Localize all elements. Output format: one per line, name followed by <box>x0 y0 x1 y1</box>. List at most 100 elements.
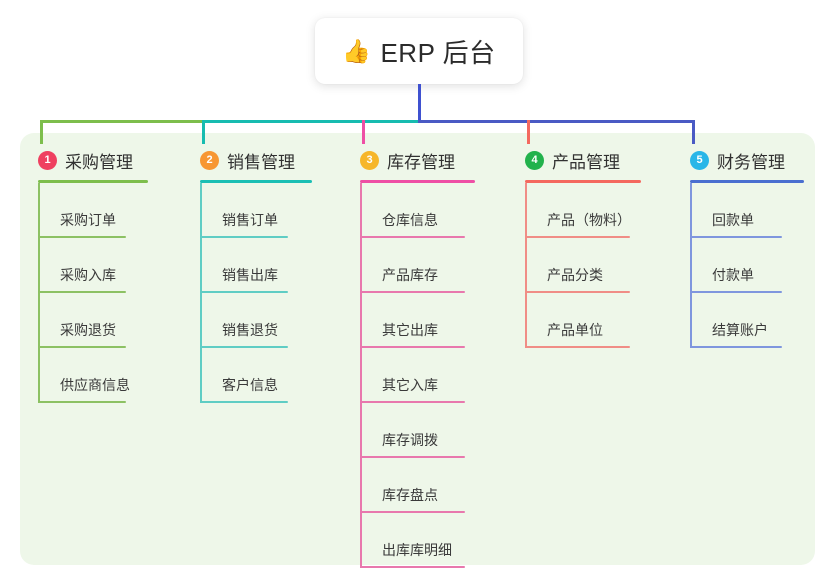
list-item[interactable]: 客户信息 <box>200 348 312 403</box>
column-header-1[interactable]: 1 采购管理 <box>38 142 148 178</box>
root-node-card[interactable]: 👍 ERP 后台 <box>315 18 523 84</box>
list-item-label: 库存调拨 <box>382 432 438 448</box>
column-number-badge: 2 <box>200 150 219 170</box>
list-item-label: 仓库信息 <box>382 212 438 228</box>
drop-line-2 <box>202 120 205 144</box>
list-item[interactable]: 供应商信息 <box>38 348 148 403</box>
column-number-badge: 1 <box>38 150 57 170</box>
column-header-rule <box>525 180 641 183</box>
list-item[interactable]: 库存盘点 <box>360 458 475 513</box>
list-item[interactable]: 产品单位 <box>525 293 641 348</box>
column-title: 产品管理 <box>552 152 620 172</box>
list-item-label: 其它出库 <box>382 322 438 338</box>
list-item[interactable]: 付款单 <box>690 238 804 293</box>
column-items: 产品（物料） 产品分类产品单位 <box>525 183 641 348</box>
thumbs-up-icon: 👍 <box>342 37 372 64</box>
list-item-rule <box>525 346 630 348</box>
diagram-panel <box>20 133 815 565</box>
list-item[interactable]: 库存调拨 <box>360 403 475 458</box>
drop-line-1 <box>40 120 43 144</box>
column-number-badge: 5 <box>690 150 709 170</box>
list-item-label: 客户信息 <box>222 377 278 393</box>
bus-segment-green <box>40 120 202 123</box>
list-item[interactable]: 销售出库 <box>200 238 312 293</box>
column-header-rule <box>360 180 475 183</box>
list-item[interactable]: 其它出库 <box>360 293 475 348</box>
list-item[interactable]: 其它入库 <box>360 348 475 403</box>
list-item-label: 供应商信息 <box>60 377 130 393</box>
list-item-label: 产品库存 <box>382 267 438 283</box>
list-item-label: 结算账户 <box>712 322 768 338</box>
list-item-rule <box>200 346 288 348</box>
list-item-label: 销售出库 <box>222 267 278 283</box>
list-item-rule <box>360 511 465 513</box>
column-4: 4 产品管理产品（物料） 产品分类产品单位 <box>525 142 641 348</box>
column-header-rule <box>38 180 148 183</box>
list-item-rule <box>38 346 126 348</box>
list-item-label: 产品（物料） <box>547 212 631 228</box>
list-item[interactable]: 采购订单 <box>38 183 148 238</box>
column-items: 销售订单销售出库销售退货客户信息 <box>200 183 312 403</box>
column-header-3[interactable]: 3 库存管理 <box>360 142 475 178</box>
list-item[interactable]: 产品（物料） <box>525 183 641 238</box>
column-title: 库存管理 <box>387 152 455 172</box>
list-item[interactable]: 仓库信息 <box>360 183 475 238</box>
list-item-rule <box>38 236 126 238</box>
column-5: 5 财务管理回款单付款单结算账户 <box>690 142 804 348</box>
drop-line-3 <box>362 120 365 144</box>
column-number-badge: 3 <box>360 150 379 170</box>
drop-line-5 <box>692 120 695 144</box>
root-title-text: ERP 后台 <box>380 37 496 68</box>
list-item-rule <box>525 291 630 293</box>
list-item-label: 产品单位 <box>547 322 603 338</box>
list-item-label: 采购退货 <box>60 322 116 338</box>
list-item[interactable]: 采购退货 <box>38 293 148 348</box>
column-header-rule <box>690 180 804 183</box>
list-item-rule <box>360 236 465 238</box>
list-item[interactable]: 产品库存 <box>360 238 475 293</box>
column-title: 采购管理 <box>65 152 133 172</box>
column-spine <box>690 183 692 348</box>
list-item-label: 采购入库 <box>60 267 116 283</box>
column-items: 采购订单采购入库采购退货供应商信息 <box>38 183 148 403</box>
column-items: 仓库信息产品库存其它出库其它入库库存调拨库存盘点出库库明细 <box>360 183 475 568</box>
list-item-rule <box>200 401 288 403</box>
column-title: 销售管理 <box>227 152 295 172</box>
list-item[interactable]: 回款单 <box>690 183 804 238</box>
column-header-rule <box>200 180 312 183</box>
column-items: 回款单付款单结算账户 <box>690 183 804 348</box>
list-item-rule <box>360 456 465 458</box>
column-number-badge: 4 <box>525 150 544 170</box>
list-item-rule <box>360 401 465 403</box>
list-item-label: 库存盘点 <box>382 487 438 503</box>
list-item-rule <box>360 291 465 293</box>
list-item-rule <box>360 346 465 348</box>
list-item-label: 付款单 <box>712 267 754 283</box>
column-header-5[interactable]: 5 财务管理 <box>690 142 804 178</box>
root-node-label: 👍 ERP 后台 <box>342 33 495 70</box>
bus-segment-blue <box>418 120 695 123</box>
list-item-rule <box>690 291 782 293</box>
list-item[interactable]: 产品分类 <box>525 238 641 293</box>
list-item-rule <box>360 566 465 568</box>
column-spine <box>200 183 202 403</box>
list-item-rule <box>200 291 288 293</box>
column-spine <box>525 183 527 348</box>
column-header-2[interactable]: 2 销售管理 <box>200 142 312 178</box>
list-item[interactable]: 销售退货 <box>200 293 312 348</box>
column-header-4[interactable]: 4 产品管理 <box>525 142 641 178</box>
list-item[interactable]: 结算账户 <box>690 293 804 348</box>
column-title: 财务管理 <box>717 152 785 172</box>
list-item[interactable]: 出库库明细 <box>360 513 475 568</box>
list-item-label: 销售订单 <box>222 212 278 228</box>
list-item-rule <box>200 236 288 238</box>
list-item-label: 其它入库 <box>382 377 438 393</box>
list-item-label: 采购订单 <box>60 212 116 228</box>
column-1: 1 采购管理采购订单采购入库采购退货供应商信息 <box>38 142 148 403</box>
list-item-rule <box>690 236 782 238</box>
list-item[interactable]: 采购入库 <box>38 238 148 293</box>
list-item[interactable]: 销售订单 <box>200 183 312 238</box>
list-item-rule <box>525 236 630 238</box>
bus-segment-teal <box>202 120 419 123</box>
list-item-rule <box>38 401 126 403</box>
